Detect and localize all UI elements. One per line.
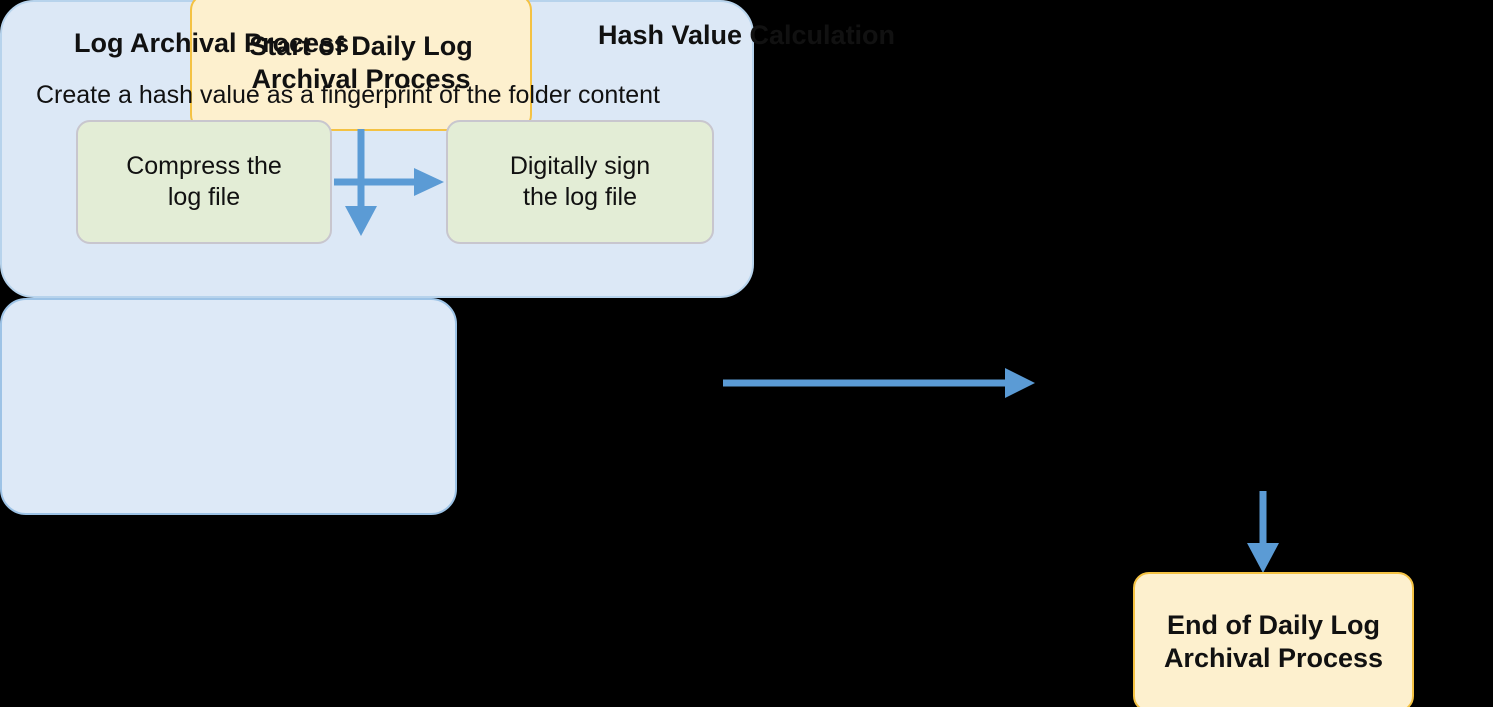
step-digitally-sign-log-file[interactable]: Digitally sign the log file <box>446 120 714 244</box>
start-node-line1: Start of Daily Log <box>249 30 473 61</box>
connector-start-to-group-arrow <box>344 129 378 239</box>
hash-value-calculation-node[interactable]: Hash Value Calculation Create a hash val… <box>0 20 895 515</box>
connector-compress-to-sign-arrow <box>334 167 446 197</box>
step-digitally-sign-log-file-line1: Digitally sign <box>509 151 651 180</box>
connector-group-to-hash-arrow <box>723 367 1037 399</box>
step-compress-log-file-line1: Compress the <box>126 151 282 180</box>
step-digitally-sign-log-file-line2: the log file <box>523 183 637 211</box>
hash-value-calculation-title: Hash Value Calculation <box>597 20 896 50</box>
start-node-line2: Archival Process <box>251 63 471 94</box>
connector-hash-to-end-arrow <box>1246 491 1280 575</box>
start-node[interactable]: Start of Daily Log Archival Process <box>190 0 532 131</box>
end-node-line1: End of Daily Log <box>1167 610 1380 641</box>
end-node[interactable]: End of Daily Log Archival Process <box>1133 572 1414 707</box>
hash-value-calculation-body: Create a hash value as a fingerprint of … <box>36 81 660 109</box>
log-archival-process-group-title: Log Archival Process <box>74 28 350 58</box>
end-node-line2: Archival Process <box>1163 643 1384 673</box>
step-compress-log-file-line2: log file <box>167 183 241 211</box>
step-compress-log-file[interactable]: Compress the log file <box>76 120 332 244</box>
